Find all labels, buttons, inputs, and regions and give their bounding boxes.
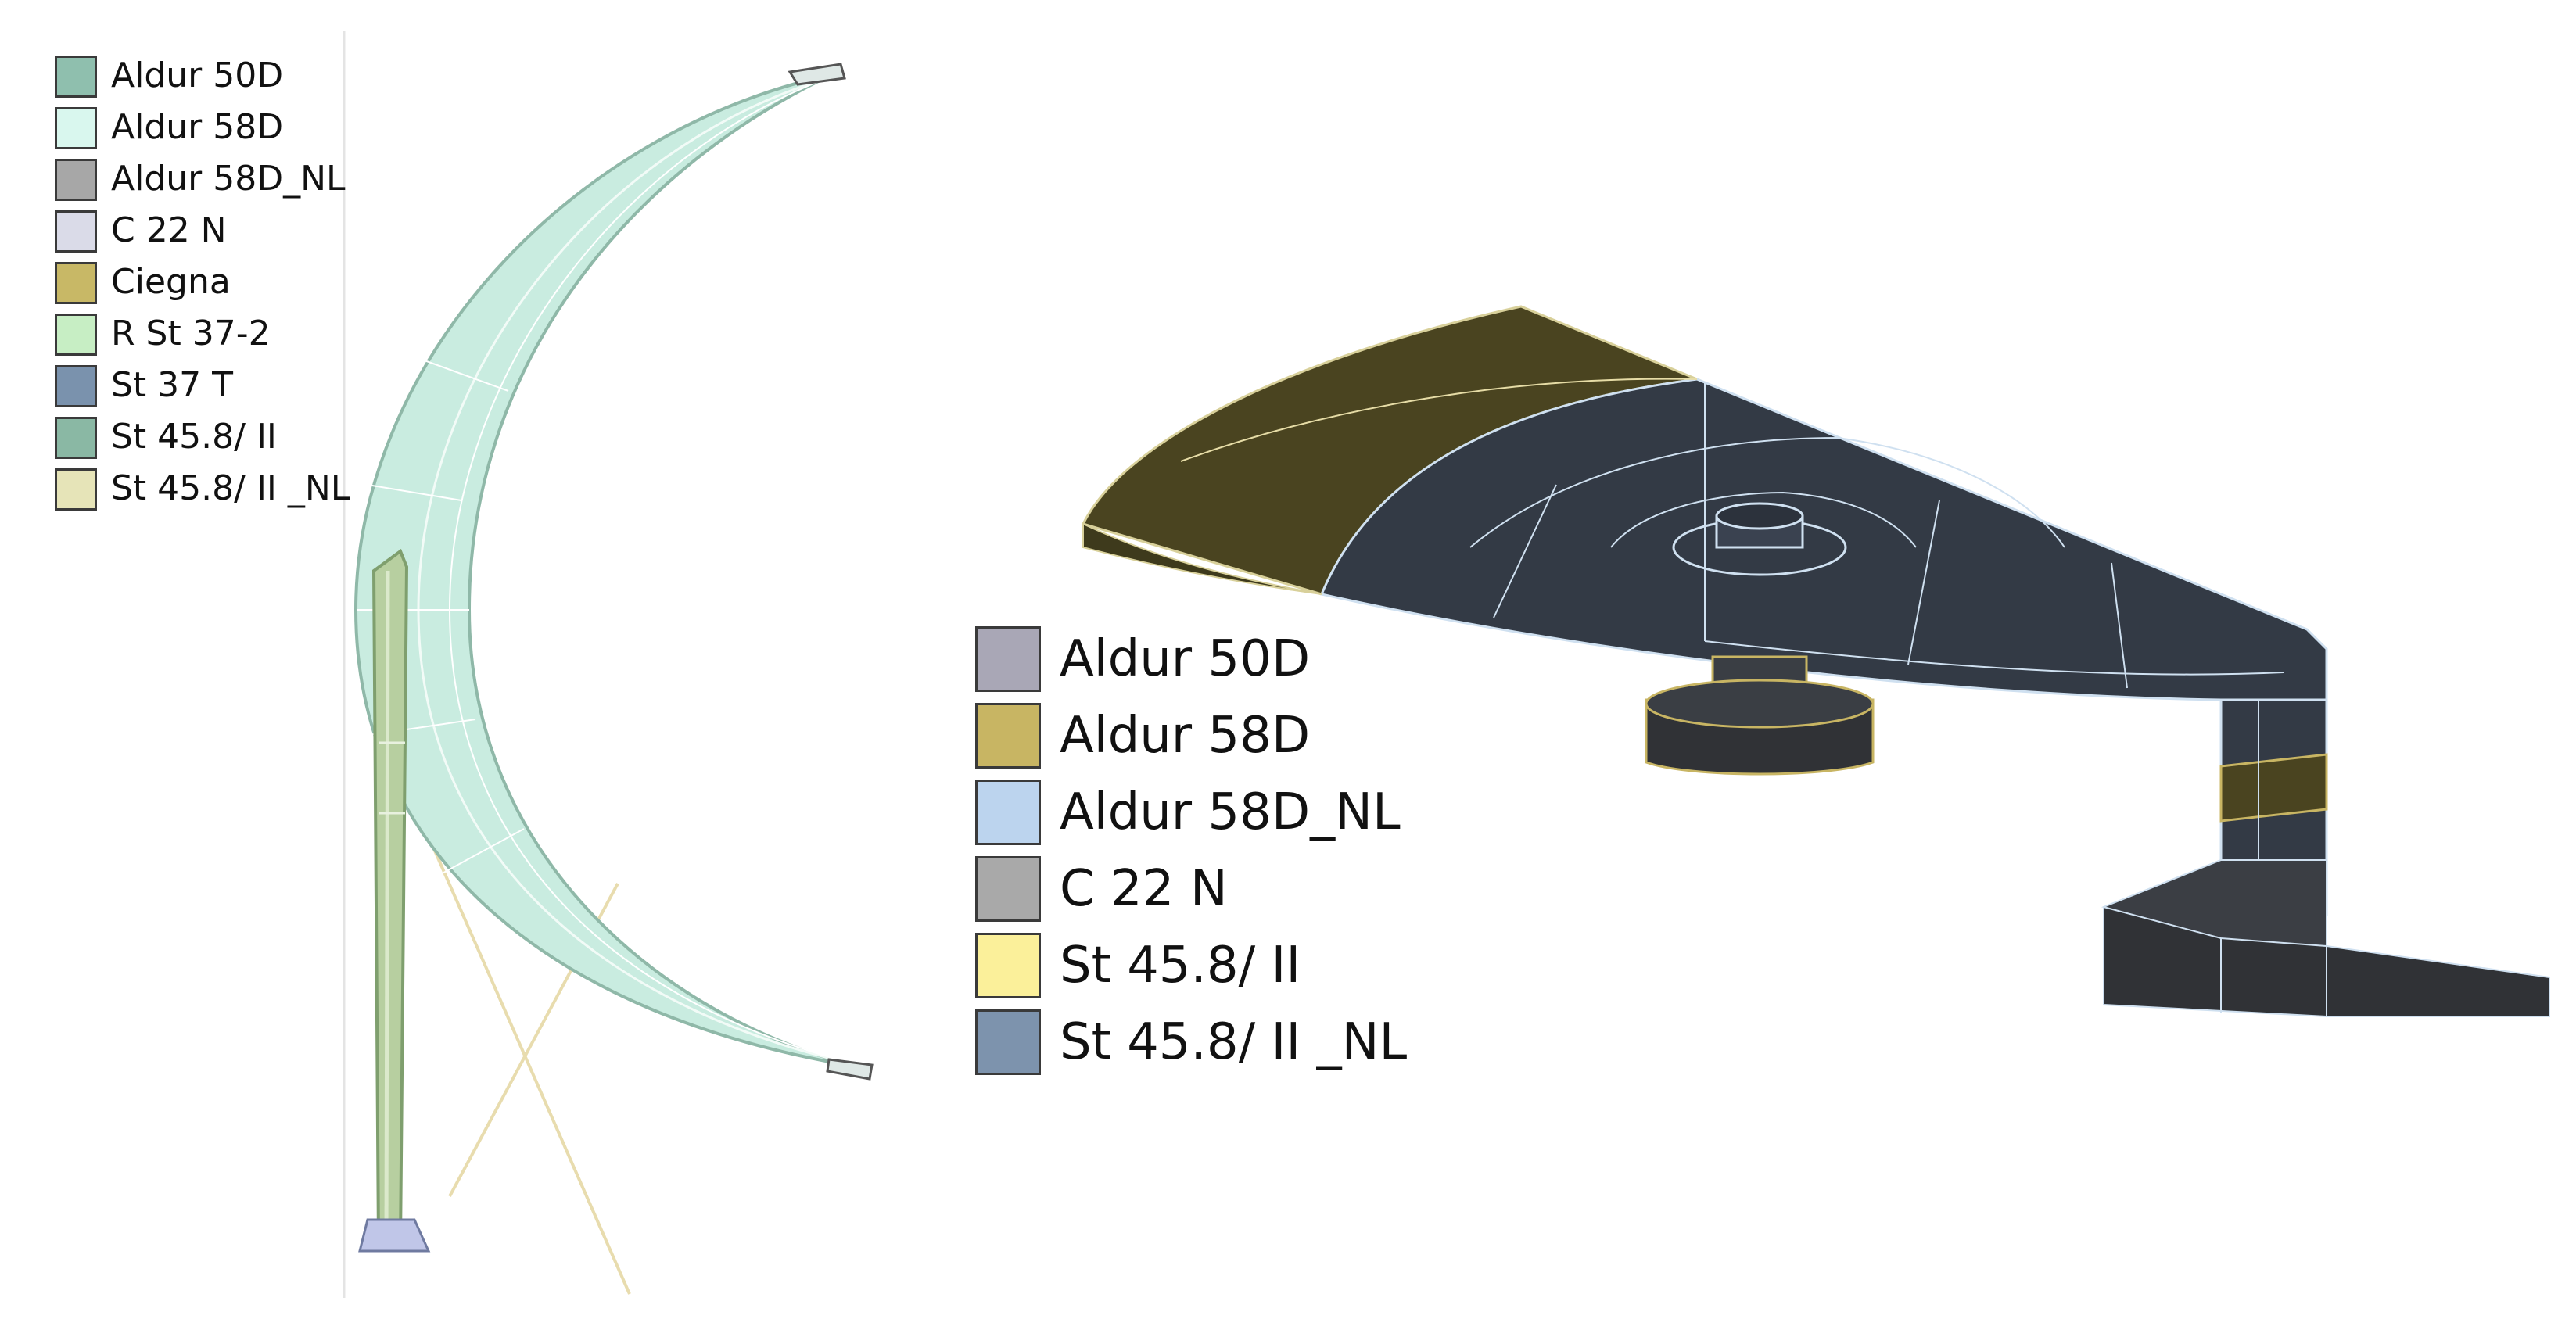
- legend-label: St 37 T: [111, 365, 234, 405]
- pole-highlight: [384, 570, 390, 1244]
- legend-swatch: [975, 780, 1041, 845]
- legend-swatch: [55, 159, 97, 201]
- legend-label: C 22 N: [111, 210, 227, 250]
- blade-rib: [367, 484, 462, 501]
- legend-swatch: [55, 210, 97, 253]
- legend-label: St 45.8/ II _NL: [1060, 1013, 1408, 1071]
- panel-leg-olive-band: [2219, 753, 2328, 823]
- legend-swatch: [975, 626, 1041, 692]
- legend-swatch: [55, 468, 97, 511]
- legend-swatch: [975, 703, 1041, 769]
- panel-grid-line: [1610, 491, 1917, 548]
- panel-grid-line: [1180, 378, 1698, 462]
- sector-panel-dark: [1319, 378, 2328, 701]
- right-model: [1081, 305, 2550, 1017]
- legend-label: Ciegna: [111, 262, 231, 302]
- legend-swatch: [55, 365, 97, 407]
- panel-grid-line: [1704, 640, 2284, 676]
- panel-grid-line: [1493, 484, 1557, 618]
- blade-tip-top: [788, 63, 846, 86]
- legend-label: C 22 N: [1060, 860, 1228, 918]
- legend-swatch: [55, 56, 97, 98]
- legend-label: Aldur 50D: [1060, 630, 1311, 688]
- legend-label: St 45.8/ II _NL: [111, 468, 350, 508]
- legend-label: Aldur 58D_NL: [1060, 783, 1401, 841]
- support-pole: [371, 548, 409, 1245]
- pole-base: [358, 1218, 431, 1253]
- panel-edge-olive: [1082, 522, 1322, 595]
- blade-rib: [437, 828, 525, 876]
- legend-label: Aldur 58D: [111, 107, 284, 147]
- blade-rib: [422, 359, 509, 392]
- legend-label: Aldur 58D: [1060, 707, 1311, 765]
- left-model: [343, 31, 874, 1298]
- legend-swatch: [975, 1009, 1041, 1075]
- brace-line-a: [427, 836, 631, 1295]
- blade-tip-bottom: [826, 1058, 874, 1081]
- legend-label: R St 37-2: [111, 314, 271, 353]
- legend-swatch: [55, 262, 97, 304]
- legend-swatch: [975, 933, 1041, 998]
- panel-boss-top: [1715, 502, 1804, 530]
- legend-swatch: [55, 107, 97, 149]
- legend-label: Aldur 50D: [111, 56, 284, 95]
- legend-swatch: [55, 314, 97, 356]
- base-block-top: [2101, 859, 2327, 948]
- legend-swatch: [55, 417, 97, 459]
- panel-grid-line: [2111, 562, 2128, 689]
- blade-grid-line: [417, 77, 857, 1066]
- legend-label: Aldur 58D_NL: [111, 159, 346, 199]
- hub-disc-top: [1645, 679, 1875, 729]
- legend-label: St 45.8/ II: [1060, 937, 1301, 995]
- legend-label: St 45.8/ II: [111, 417, 277, 457]
- panel-grid-line: [1907, 500, 1940, 665]
- curved-blade: [353, 73, 861, 1069]
- panel-grid-line: [1469, 436, 2065, 548]
- legend-swatch: [975, 856, 1041, 922]
